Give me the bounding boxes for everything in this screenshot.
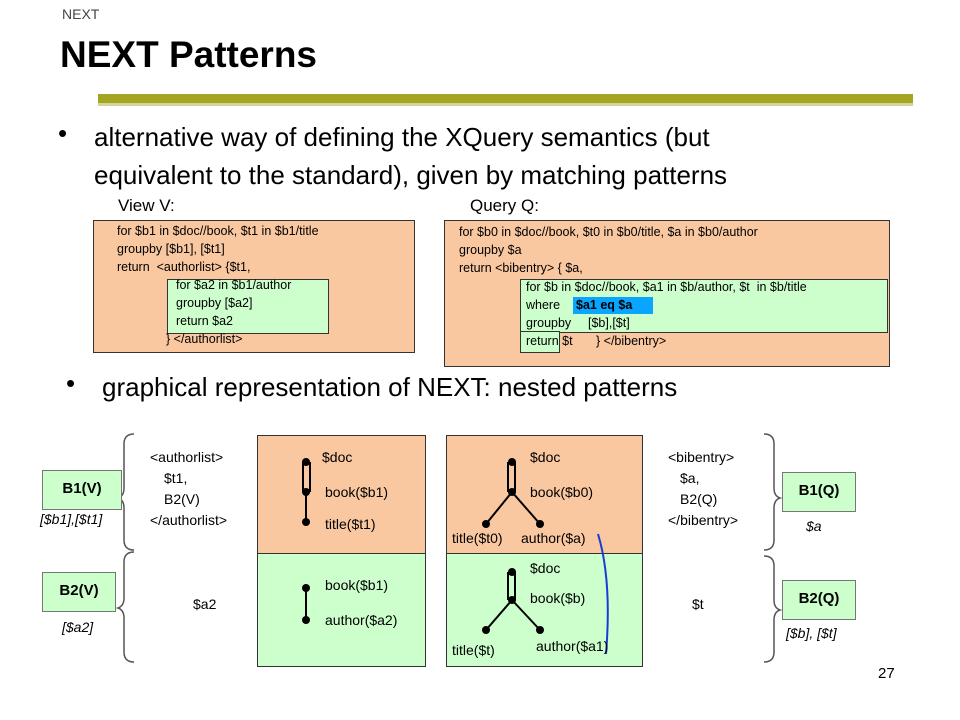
query-line-close: } </bibentry> xyxy=(596,334,667,348)
bibentry-open: <bibentry> xyxy=(668,449,735,465)
b1q-vars: $a xyxy=(806,518,822,534)
query-line-where: where xyxy=(526,298,561,312)
t-output: $t xyxy=(692,596,704,612)
query-line-1: for $b0 in $doc//book, $t0 in $b0/title,… xyxy=(459,225,758,239)
view-label: View V: xyxy=(118,196,175,215)
q-top-author-label: author($a) xyxy=(521,530,586,546)
v-bottom-author-label: author($a2) xyxy=(325,612,398,628)
q-top-title-label: title($t0) xyxy=(452,530,503,546)
bullet-1-line-1: alternative way of defining the XQuery s… xyxy=(94,122,710,152)
b1v-vars: [$b1],[$t1] xyxy=(40,511,103,527)
authorlist-open: <authorlist> xyxy=(150,449,224,465)
view-inner-box xyxy=(167,279,329,334)
query-line-2: groupby $a xyxy=(459,243,522,257)
bibentry-a: $a, xyxy=(680,470,700,486)
authorlist-b2v: B2(V) xyxy=(164,491,200,507)
b1q-box: B1(Q) xyxy=(782,472,856,512)
query-inner-tail xyxy=(520,331,560,353)
view-line-2: groupby [$b1], [$t1] xyxy=(117,242,225,256)
view-line-7: } </authorlist> xyxy=(166,332,243,346)
a2-output: $a2 xyxy=(193,596,217,612)
query-line-4: for $b in $doc//book, $a1 in $b/author, … xyxy=(526,280,807,294)
bullet-1-line-2: equivalent to the standard), given by ma… xyxy=(94,160,728,190)
page-number: 27 xyxy=(878,665,895,682)
q-bottom-book-label: book($b) xyxy=(530,590,586,606)
view-line-6: return $a2 xyxy=(176,314,233,328)
q-bottom-doc-label: $doc xyxy=(530,560,561,576)
q-top-doc-label: $doc xyxy=(530,449,561,465)
query-line-return: return $t xyxy=(526,334,573,348)
q-bottom-title-label: title($t) xyxy=(452,642,495,658)
query-groupby-vars: [$b],[$t] xyxy=(588,316,630,330)
authorlist-close: </authorlist> xyxy=(150,512,228,528)
b1v-box: B1(V) xyxy=(42,470,122,510)
v-top-pattern-box xyxy=(257,435,426,555)
query-where-highlight xyxy=(573,297,653,314)
section-label: NEXT xyxy=(62,6,100,22)
v-bottom-pattern-box xyxy=(257,553,426,667)
v-top-doc-label: $doc xyxy=(322,449,353,465)
q-top-pattern-box xyxy=(446,435,643,555)
bullet-dot-1: • xyxy=(58,118,68,148)
v-top-title-label: title($t1) xyxy=(325,516,376,532)
authorlist-t1: $t1, xyxy=(164,470,188,486)
query-line-3: return <bibentry> { $a, xyxy=(459,261,583,275)
q-top-book-label: book($b0) xyxy=(530,484,594,500)
b2q-vars: [$b], [$t] xyxy=(786,625,837,641)
title-rule-shadow xyxy=(98,103,913,106)
v-top-book-label: book($b1) xyxy=(325,484,389,500)
bullet-dot-2: • xyxy=(66,368,76,398)
view-line-4: for $a2 in $b1/author xyxy=(176,278,292,292)
title-rule xyxy=(98,94,913,103)
b2v-box: B2(V) xyxy=(42,572,116,612)
b2q-box: B2(Q) xyxy=(782,580,856,620)
view-line-1: for $b1 in $doc//book, $t1 in $b1/title xyxy=(117,224,319,238)
b2v-vars: [$a2] xyxy=(62,619,94,635)
page-title: NEXT Patterns xyxy=(60,34,318,75)
query-label: Query Q: xyxy=(470,196,539,215)
bullet-2: graphical representation of NEXT: nested… xyxy=(102,372,678,402)
query-where-condition: $a1 eq $a xyxy=(576,298,633,312)
query-line-groupby: groupby xyxy=(526,316,572,330)
q-bottom-pattern-box xyxy=(446,553,643,667)
view-line-5: groupby [$a2] xyxy=(176,296,253,310)
q-bottom-author-label: author($a1) xyxy=(536,638,609,654)
v-bottom-book-label: book($b1) xyxy=(325,577,389,593)
view-line-3: return <authorlist> {$t1, xyxy=(117,260,251,274)
bibentry-close: </bibentry> xyxy=(668,512,739,528)
bibentry-b2q: B2(Q) xyxy=(680,491,718,507)
